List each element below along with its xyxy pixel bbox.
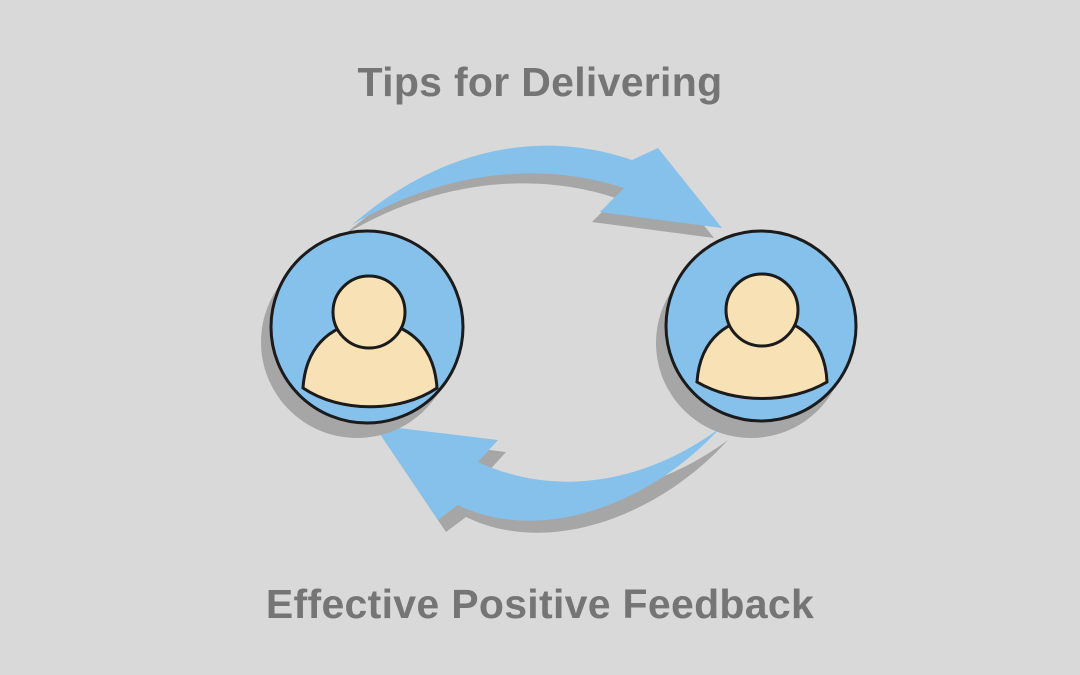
left-avatar-body: [301, 320, 439, 409]
left-avatar-head: [331, 274, 407, 350]
top-arrow: [352, 145, 722, 228]
bottom-arrow-icon: [374, 425, 728, 533]
left-avatar: [261, 229, 465, 438]
right-avatar-head: [724, 272, 800, 348]
person-icon: [301, 274, 439, 409]
title-line-2: Effective Positive Feedback: [265, 581, 815, 627]
title-line-1: Tips for Delivering: [357, 59, 723, 105]
bottom-arrow: [374, 425, 720, 521]
top-arrow-icon: [344, 145, 722, 238]
right-avatar: [656, 229, 858, 438]
right-avatar-body: [695, 316, 829, 400]
person-icon: [695, 272, 829, 400]
